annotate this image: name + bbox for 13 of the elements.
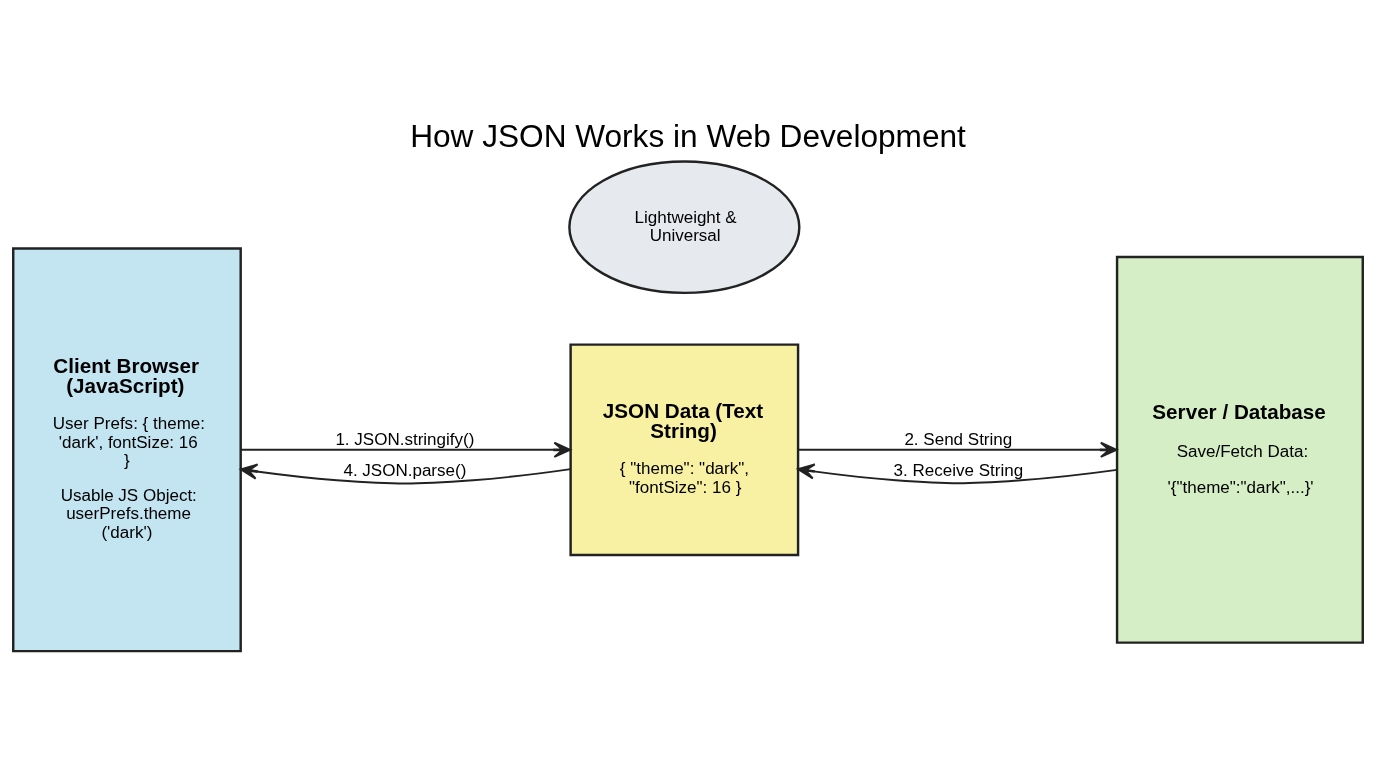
edge-label: 4. JSON.parse() [343,460,467,480]
arrow [797,441,1118,458]
node-ellipse: Lightweight & Universal [568,160,801,295]
edge-label: 1. JSON.stringify() [335,430,475,450]
edge-label: 3. Receive String [893,460,1024,480]
arrow [797,463,1118,485]
node-box: Client Browser (JavaScript) User Prefs: { theme: 'dark', fontSize: 16 } Usable JS Object: userPrefs.theme ('dark') [12,247,242,653]
edge-label: 2. Send String [904,430,1013,450]
node-box: JSON Data (Text String) { "theme": "dark", "fontSize": 16 } [569,343,800,557]
node-box: Server / Database Save/Fetch Data: '{"theme":"dark",...}' [1115,255,1364,644]
arrow [239,441,572,458]
arrow [240,463,572,485]
diagram-title: How JSON Works in Web Development [410,118,966,155]
